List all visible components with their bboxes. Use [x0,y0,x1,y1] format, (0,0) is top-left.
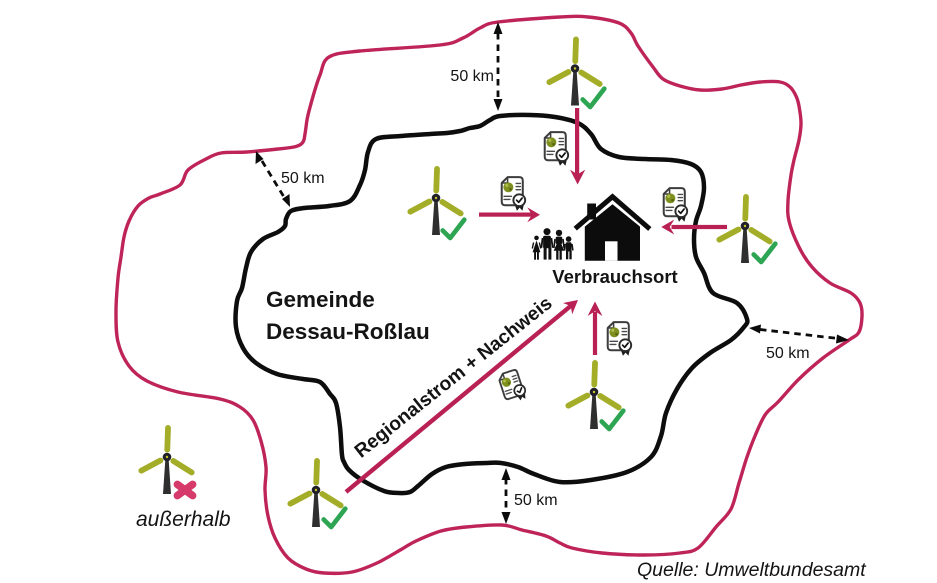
svg-text:50 km: 50 km [766,345,810,362]
svg-text:Dessau-Roßlau: Dessau-Roßlau [266,319,430,344]
svg-text:50 km: 50 km [450,68,494,85]
svg-text:Quelle: Umweltbundesamt: Quelle: Umweltbundesamt [637,559,867,581]
svg-text:50 km: 50 km [514,492,558,509]
svg-text:außerhalb: außerhalb [136,508,231,531]
svg-text:Verbrauchsort: Verbrauchsort [552,266,677,287]
svg-text:Gemeinde: Gemeinde [266,287,375,312]
svg-text:50 km: 50 km [281,170,325,187]
